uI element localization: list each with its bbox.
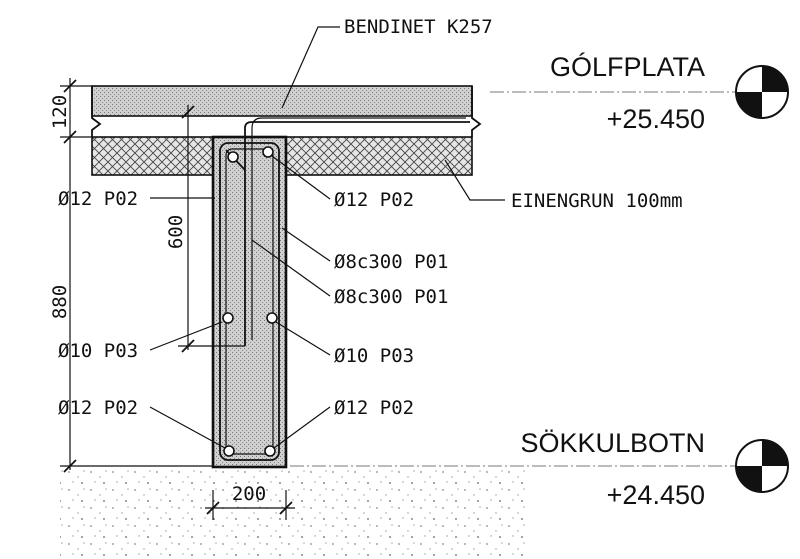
label-right-stirrup-1: Ø8c300 P01: [334, 251, 448, 273]
leader-right-mid: [275, 321, 331, 356]
label-sokkulbotn: SÖKKULBOTN: [520, 428, 705, 458]
dim-tick-3: [63, 459, 77, 473]
leader-left-bottom: [149, 406, 226, 449]
dim-tick-width-left: [206, 501, 220, 515]
leader-right-bottom: [273, 406, 331, 449]
leader-right-s1: [281, 227, 331, 262]
rebar-bottom-right: [264, 445, 276, 457]
bent-starter-bar: [244, 121, 470, 346]
label-level-bottom: +24.450: [607, 480, 705, 510]
dim-lap-length: 600: [165, 215, 187, 249]
label-left-bottom-bar: Ø12 P02: [58, 397, 138, 419]
foundation-wall: [211, 135, 288, 469]
label-golfplata: GÓLFPLATA: [550, 51, 705, 82]
label-right-top-bar: Ø12 P02: [334, 189, 414, 211]
leader-einangrun: [444, 159, 505, 201]
leader-bendinet: [281, 26, 340, 109]
rebar-mid-left: [222, 312, 234, 324]
soil-hatch: [60, 470, 530, 559]
label-right-mid-bar: Ø10 P03: [334, 345, 414, 367]
rebar-mid-right: [266, 312, 278, 324]
floor-slab: [91, 85, 473, 117]
level-marker-top-icon: [735, 65, 789, 119]
dim-tick-2: [63, 130, 77, 144]
stirrup-inner: [225, 148, 274, 455]
stirrup-outer: [219, 142, 280, 461]
leader-left-mid: [149, 321, 223, 351]
dim-tick-width-right: [279, 501, 293, 515]
level-marker-bottom-icon: [735, 439, 789, 493]
slab-break-left: [91, 86, 102, 137]
label-left-top-bar: Ø12 P02: [58, 188, 138, 210]
rebar-top-right: [262, 146, 274, 158]
dim-tick-1: [63, 79, 77, 93]
rebar-top-left: [227, 151, 239, 163]
rebar-bottom-left: [223, 445, 235, 457]
bent-starter-bar-2: [251, 117, 466, 340]
label-level-top: +25.450: [607, 104, 705, 134]
label-right-bottom-bar: Ø12 P02: [334, 397, 414, 419]
dim-tick-lap-top: [181, 105, 195, 119]
label-right-stirrup-2: Ø8c300 P01: [334, 286, 448, 308]
dim-slab-thickness: 120: [49, 95, 71, 129]
label-bendinet: BENDINET K257: [344, 16, 493, 38]
label-einangrun: EINENGRUN 100mm: [511, 190, 683, 212]
leader-right-s2: [251, 239, 331, 297]
dim-wall-width: 200: [232, 483, 266, 505]
label-left-mid-bar: Ø10 P03: [58, 340, 138, 362]
leader-right-top: [271, 155, 331, 200]
slab-break-right: [471, 86, 482, 137]
dim-wall-height: 880: [49, 285, 71, 319]
